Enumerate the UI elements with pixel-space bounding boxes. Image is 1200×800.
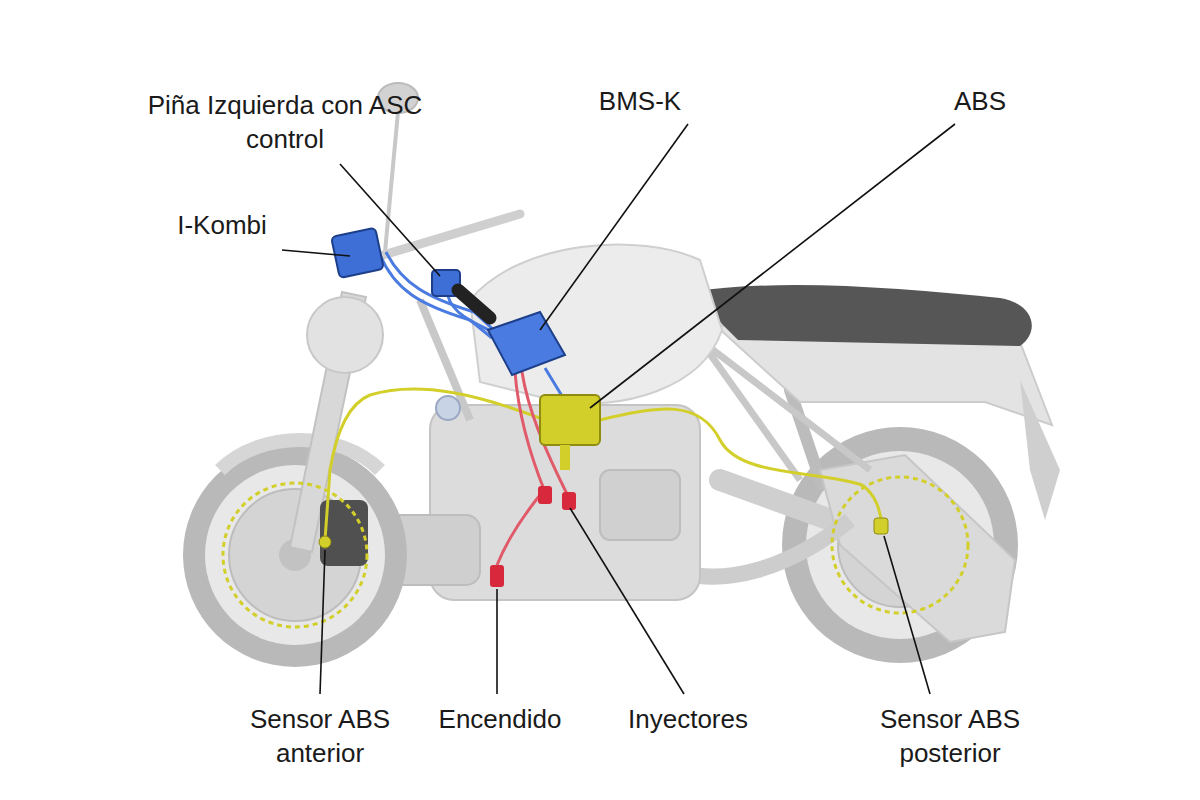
instrument-cluster (331, 228, 384, 278)
leader-line (590, 124, 955, 408)
power-wire (497, 495, 540, 565)
leader-line (496, 589, 498, 694)
injector (562, 492, 576, 510)
leader-line (570, 508, 684, 694)
can-wire (545, 368, 562, 396)
rear-sensor (874, 518, 888, 534)
airbox (600, 470, 680, 540)
sensor-wire (600, 409, 882, 525)
front-tyre (183, 443, 407, 667)
leader-line (540, 124, 688, 330)
abs-unit (540, 395, 600, 445)
leader-line (884, 536, 930, 694)
front-wheel (183, 443, 407, 667)
front-fender (220, 440, 380, 470)
part-label: BMS-K (560, 84, 720, 118)
headlight (307, 297, 383, 373)
engine-control-unit (488, 312, 565, 375)
sensor-wire (325, 389, 545, 540)
part-label: Piña Izquierda con ASC control (140, 88, 430, 156)
logo (436, 396, 460, 420)
injector (538, 486, 552, 504)
leader-lines (282, 124, 955, 694)
ignition-coil (490, 565, 504, 587)
sensor-ring (223, 483, 367, 627)
mirror-stem (385, 112, 398, 252)
part-label: ABS (920, 84, 1040, 118)
exhaust (820, 455, 1015, 642)
license-holder (1020, 380, 1060, 520)
part-label: Inyectores (603, 702, 773, 736)
leader-line (340, 164, 440, 276)
handlebar (380, 214, 520, 256)
part-label: Encendido (415, 702, 585, 736)
front-sensor (319, 536, 331, 548)
front-rim (205, 465, 385, 645)
seat (690, 285, 1032, 346)
leader-line (320, 550, 325, 694)
leader-line (282, 250, 350, 256)
can-wire (386, 252, 496, 332)
fuel-tank (470, 245, 722, 404)
grip (458, 290, 490, 318)
abs-unit-bracket (560, 445, 570, 470)
part-label: I-Kombi (152, 208, 292, 242)
part-label: Sensor ABS posterior (835, 702, 1065, 770)
part-label: Sensor ABS anterior (210, 702, 430, 770)
